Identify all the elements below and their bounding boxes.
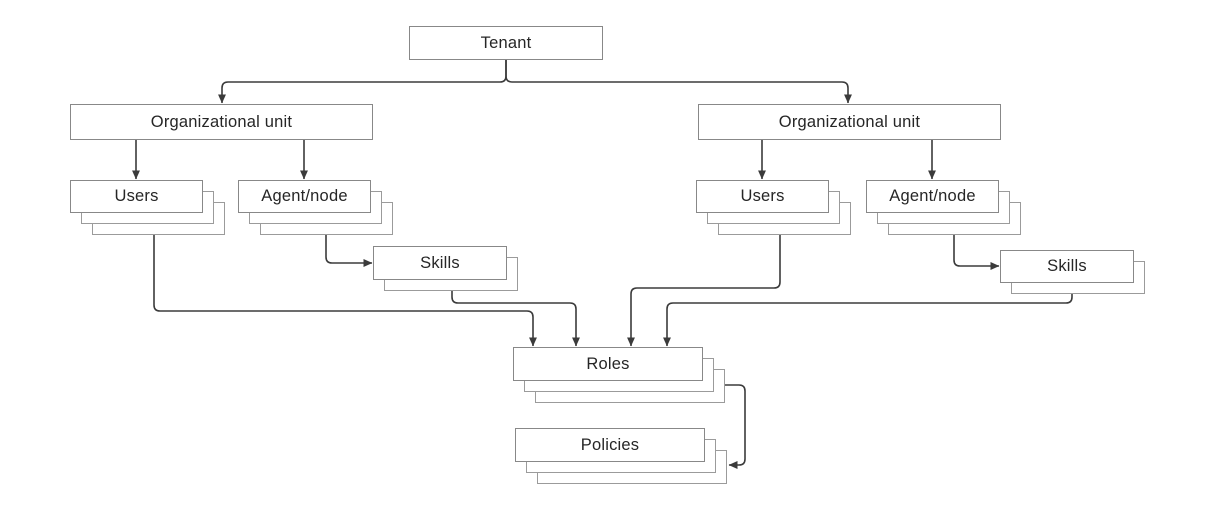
tenant-box: Tenant xyxy=(409,26,603,60)
roles-box: Roles xyxy=(513,347,703,381)
org-unit-right-box: Organizational unit xyxy=(698,104,1001,140)
skills-left-label: Skills xyxy=(420,253,460,272)
policies-box: Policies xyxy=(515,428,705,462)
node-skills-right: Skills xyxy=(1000,250,1145,294)
tenant-label: Tenant xyxy=(480,33,532,52)
users-right-label: Users xyxy=(740,187,785,205)
edge-skills-left-roles xyxy=(451,291,580,347)
edge-users-right-roles xyxy=(627,235,781,347)
edge-tenant-org-unit-left xyxy=(218,60,507,104)
org-unit-left-label: Organizational unit xyxy=(150,112,293,131)
node-roles: Roles xyxy=(513,347,725,403)
node-skills-left: Skills xyxy=(373,246,518,291)
node-agent-node-right: Agent/node xyxy=(866,180,1021,235)
skills-right-box: Skills xyxy=(1000,250,1134,283)
node-agent-node-left: Agent/node xyxy=(238,180,393,235)
node-tenant: Tenant xyxy=(409,26,603,60)
edge-agent-node-left-skills-left xyxy=(325,235,373,267)
node-org-unit-right: Organizational unit xyxy=(698,104,1001,140)
edge-users-left-roles xyxy=(153,235,537,347)
agent-node-right-box: Agent/node xyxy=(866,180,999,213)
node-policies: Policies xyxy=(515,428,727,484)
agent-node-left-box: Agent/node xyxy=(238,180,371,213)
skills-right-label: Skills xyxy=(1047,257,1087,275)
node-users-right: Users xyxy=(696,180,851,235)
users-left-label: Users xyxy=(114,187,159,205)
agent-node-left-label: Agent/node xyxy=(261,187,348,205)
org-unit-right-label: Organizational unit xyxy=(778,112,921,131)
edge-roles-policies xyxy=(725,384,746,469)
users-left-box: Users xyxy=(70,180,203,213)
skills-left-box: Skills xyxy=(373,246,507,280)
org-unit-left-box: Organizational unit xyxy=(70,104,373,140)
policies-label: Policies xyxy=(580,435,640,454)
agent-node-right-label: Agent/node xyxy=(889,187,976,205)
node-org-unit-left: Organizational unit xyxy=(70,104,373,140)
roles-label: Roles xyxy=(586,354,630,373)
users-right-box: Users xyxy=(696,180,829,213)
edge-agent-node-right-skills-right xyxy=(953,235,1000,270)
edge-tenant-org-unit-right xyxy=(505,60,852,104)
edge-skills-right-roles xyxy=(663,293,1073,347)
node-users-left: Users xyxy=(70,180,225,235)
